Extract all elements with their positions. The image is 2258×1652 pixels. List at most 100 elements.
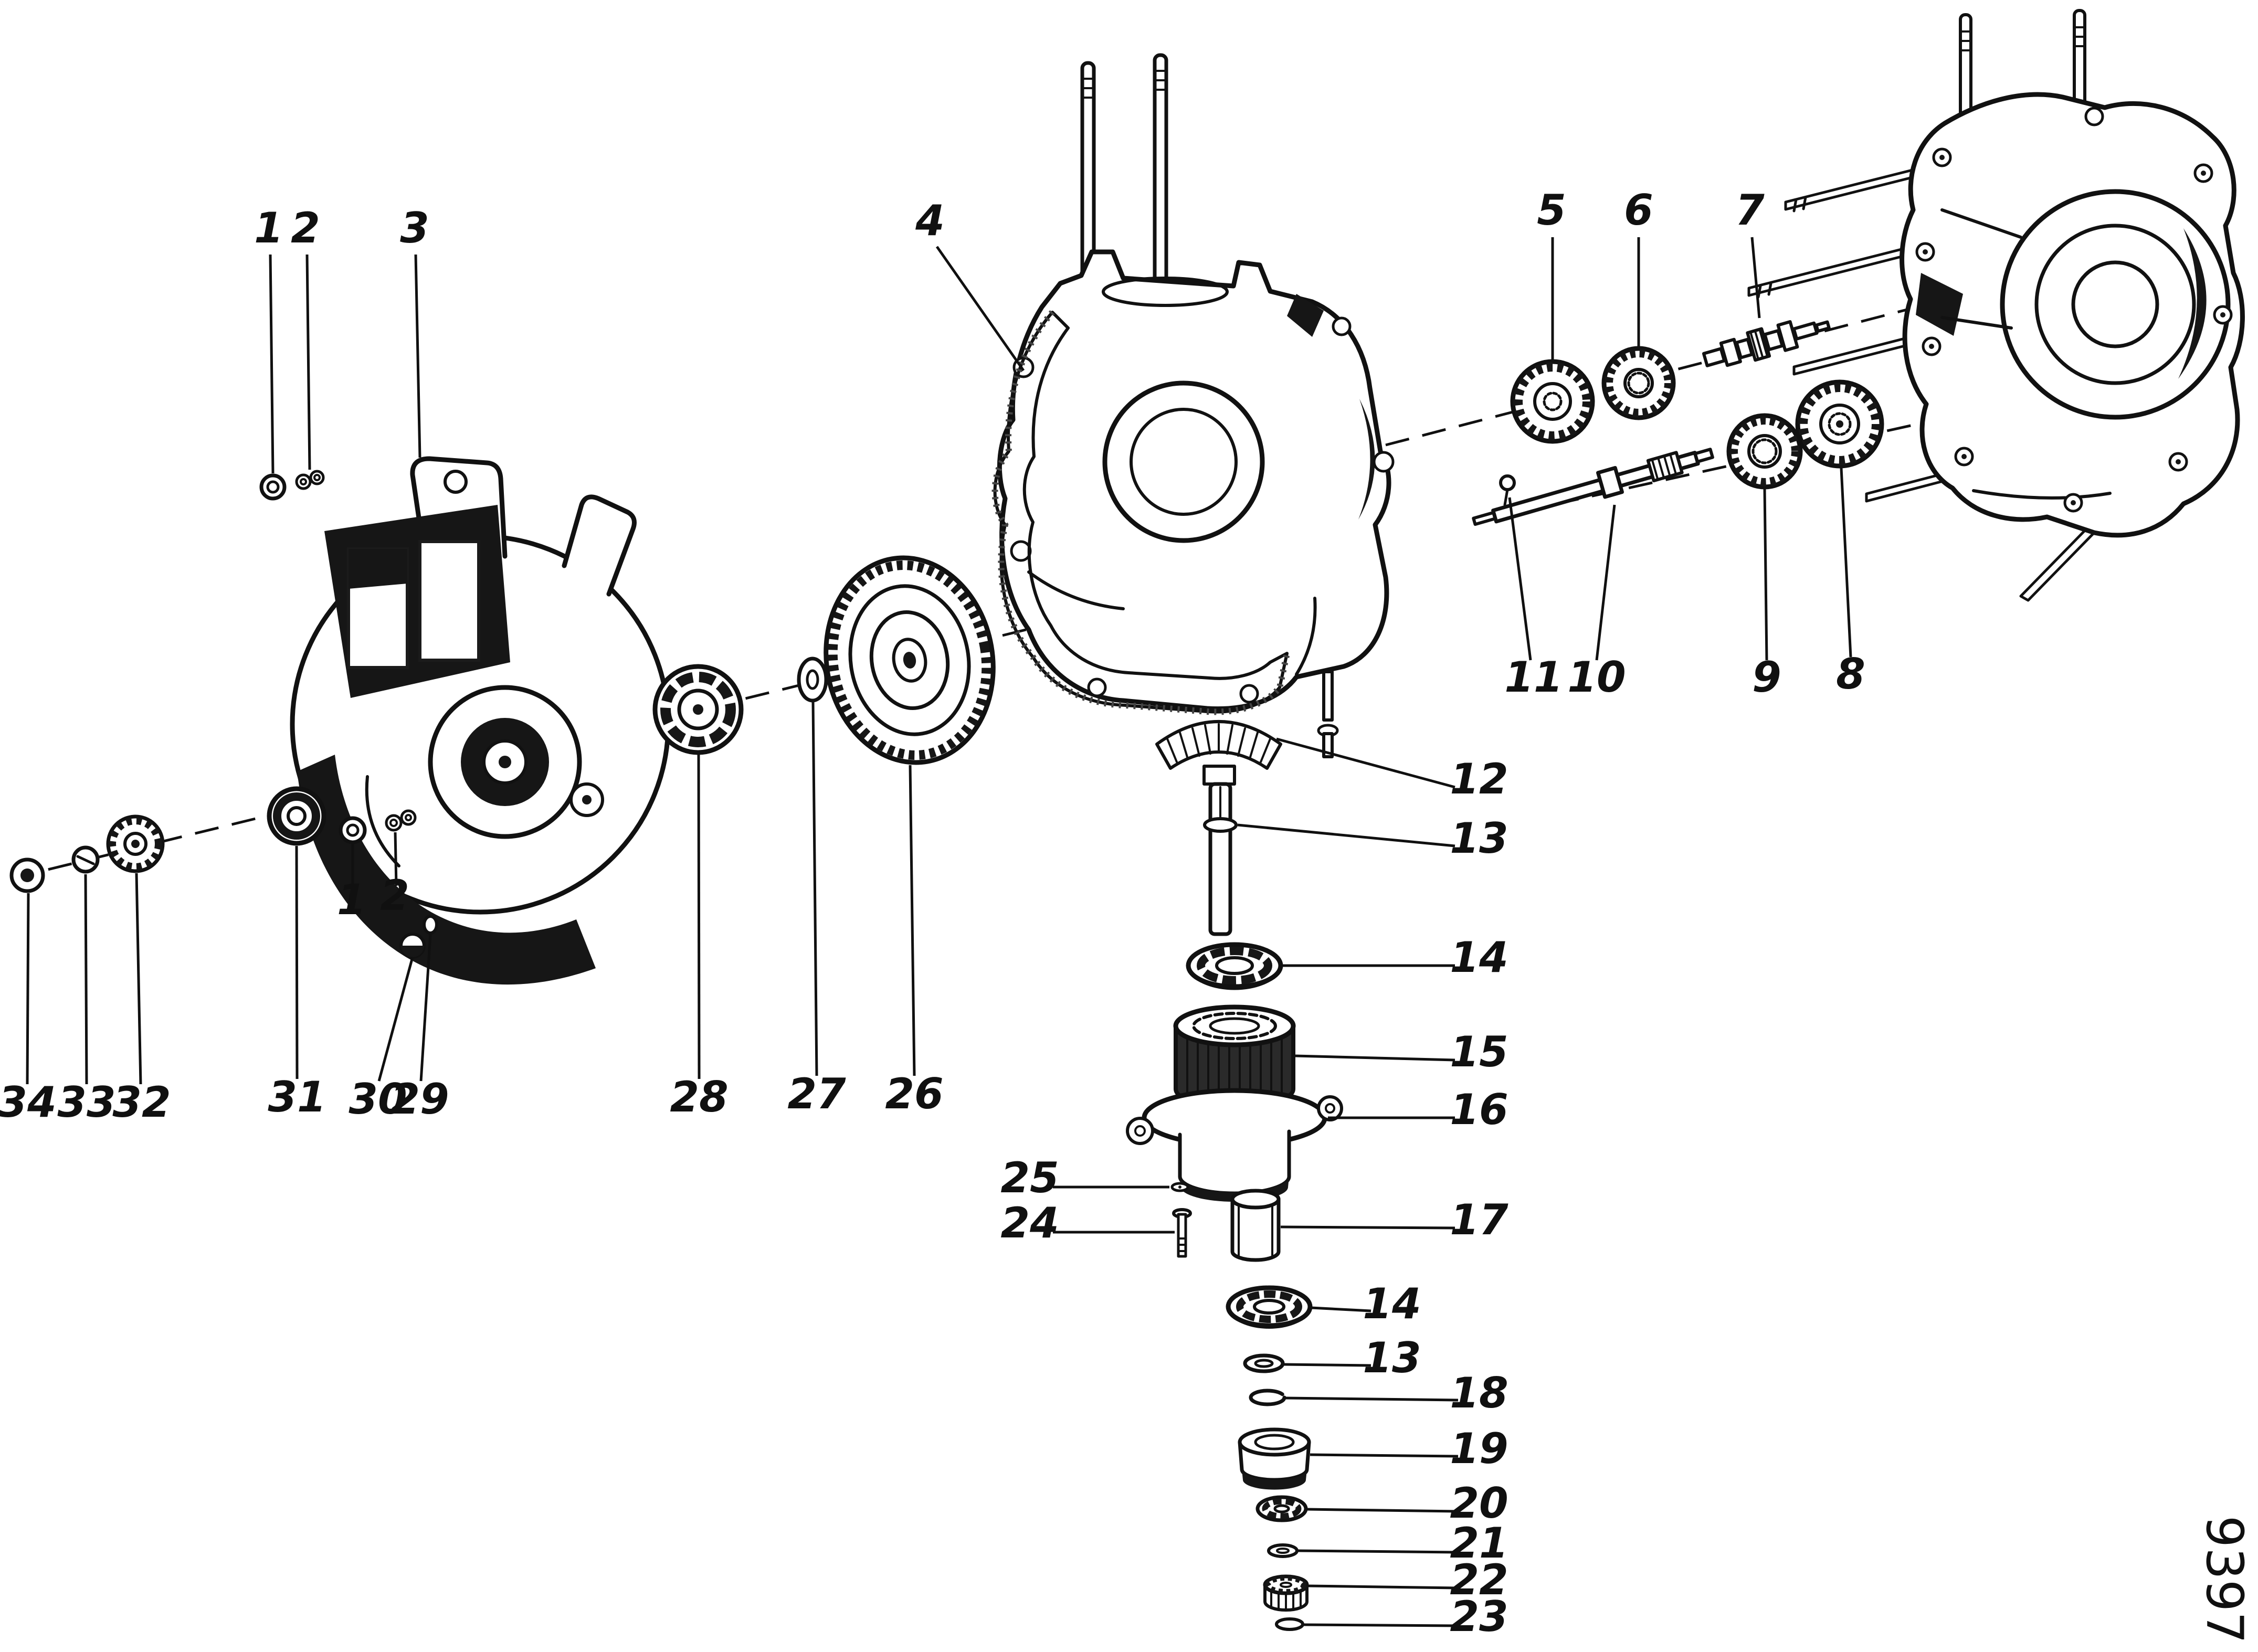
part-15-clutch-drum	[1173, 1004, 1296, 1110]
callout-label-lock-washers: 2	[291, 204, 320, 252]
callout-label-toothed-nut: 32	[112, 1078, 171, 1127]
case-bottom-stud	[1317, 670, 1339, 758]
part-7-camshaft	[1702, 320, 1831, 367]
leader-bearing-cup	[1310, 1453, 1459, 1458]
figure-number: 9397	[2195, 1516, 2254, 1644]
part-33-screw-small	[71, 845, 100, 874]
part-30-cap	[399, 933, 426, 959]
leader-spacer-sleeve	[1280, 1225, 1455, 1230]
part-3-flywheel-cover	[290, 456, 671, 985]
part-2-lock-washers-lower	[385, 809, 417, 832]
callout-label-flange-nut: 1	[254, 204, 283, 252]
leader-seal-ring	[1303, 1623, 1459, 1627]
part-13-thrust-washer	[1243, 1353, 1285, 1373]
callout-label-pinion-small: 22	[1450, 1555, 1508, 1604]
part-19-bearing-cup	[1238, 1427, 1311, 1490]
callout-label-vertical-shaft: 13	[1450, 814, 1508, 863]
callout-label-drive-gear: 5	[1537, 186, 1566, 235]
part-1-flange-nut-lower	[339, 816, 367, 844]
leader-thrust-washer	[1283, 1363, 1371, 1367]
part-13-vertical-shaft	[1203, 782, 1238, 936]
part-20-small-bearing	[1255, 1495, 1308, 1522]
callout-label-dowel: 29	[391, 1075, 449, 1124]
callout-label-circlip: 18	[1450, 1369, 1508, 1417]
callout-label-shaft-gear: 9	[1752, 653, 1781, 702]
part-18-circlip	[1249, 1389, 1286, 1406]
leader-screw-small	[84, 874, 88, 1085]
part-9-shaft-gear	[1726, 413, 1803, 490]
leader-shaft-gear-large	[1840, 468, 1852, 658]
leader-vertical-shaft	[1237, 823, 1455, 848]
leader-bevel-gear	[1276, 737, 1455, 789]
callout-label-screw: 24	[1000, 1199, 1059, 1247]
leader-shim-washer	[1297, 1549, 1459, 1554]
callout-label-pinion-gear: 6	[1624, 186, 1653, 235]
part-26-drive-gear-wheel	[824, 555, 996, 765]
callout-label-seal-ring: 23	[1450, 1592, 1508, 1641]
callout-label-shaft-gear-large: 8	[1836, 650, 1865, 698]
part-34-end-nut	[9, 857, 45, 893]
leader-crankcase-gasket	[935, 246, 1025, 372]
leader-camshaft	[1750, 237, 1761, 319]
callout-label-screw-small: 33	[57, 1078, 115, 1127]
callout-label-lock-washers-lower: 2	[380, 871, 409, 920]
callout-label-bevel-gear: 12	[1450, 755, 1508, 803]
part-12-bevel-gear	[1155, 720, 1282, 786]
centre-crankcase-half	[997, 53, 1395, 758]
leader-shaft-gear	[1763, 489, 1768, 661]
part-23-seal-ring	[1275, 1617, 1304, 1631]
callout-label-locating-pin: 11	[1504, 653, 1563, 702]
part-31-oil-seal	[267, 786, 326, 846]
callout-label-thrust-washer: 13	[1363, 1333, 1421, 1382]
callout-label-shim-washer: 21	[1450, 1519, 1508, 1568]
leader-small-bearing	[1306, 1508, 1459, 1513]
leader-ball-bearing-lower	[1311, 1306, 1371, 1312]
part-21-shim-washer	[1267, 1543, 1299, 1558]
callout-label-spacer-sleeve: 17	[1450, 1195, 1508, 1244]
part-6-pinion-gear	[1601, 346, 1676, 420]
callout-label-camshaft: 7	[1735, 186, 1765, 235]
callout-label-drive-gear-wheel: 26	[885, 1069, 943, 1118]
leader-flange-nut	[269, 254, 275, 474]
part-17-spacer-sleeve	[1230, 1189, 1281, 1262]
right-crankcase-half	[1747, 9, 2245, 602]
leader-circlip	[1284, 1396, 1459, 1402]
part-28-main-bearing	[652, 664, 744, 755]
leader-pinion-small	[1307, 1584, 1459, 1590]
leader-main-shaft	[1595, 504, 1616, 661]
callout-label-cap: 30	[349, 1075, 407, 1124]
part-27-spacer-washer	[797, 656, 828, 703]
leader-end-nut	[26, 893, 30, 1085]
leader-cap	[377, 957, 414, 1082]
part-4-crankcase-gasket	[991, 310, 1290, 715]
leader-cover-lug	[414, 254, 421, 458]
part-32-toothed-nut	[106, 814, 165, 873]
leader-drive-gear-wheel	[909, 765, 916, 1076]
leader-lock-washers-lower	[394, 832, 398, 886]
leader-spacer-washer	[811, 702, 818, 1076]
callout-label-ball-bearing-lower: 14	[1363, 1279, 1421, 1328]
callout-label-clutch-drum: 15	[1450, 1028, 1508, 1076]
part-25-small-washer	[1170, 1182, 1189, 1192]
callout-label-oil-seal: 31	[268, 1073, 326, 1121]
part-10-main-shaft	[1472, 448, 1714, 526]
leader-toothed-nut	[135, 873, 142, 1085]
part-1-flange-nut	[259, 473, 287, 501]
leader-lock-washers	[305, 254, 311, 470]
callout-label-crankcase-gasket: 4	[915, 196, 945, 245]
callout-label-bearing-plate: 16	[1450, 1085, 1508, 1134]
leader-clutch-drum	[1295, 1054, 1455, 1062]
callout-label-small-washer: 25	[1000, 1153, 1059, 1202]
callout-label-flange-nut-lower: 1	[337, 875, 366, 924]
leader-dowel	[419, 934, 432, 1082]
part-8-shaft-gear-large	[1795, 379, 1884, 469]
callout-label-ball-bearing-upper: 14	[1450, 933, 1508, 982]
part-22-pinion-small	[1263, 1574, 1309, 1612]
part-16-bearing-plate	[1126, 1088, 1343, 1202]
callout-label-spacer-washer: 27	[787, 1069, 846, 1118]
part-11-locating-pin	[1499, 474, 1516, 506]
callout-label-main-shaft: 10	[1567, 653, 1626, 702]
